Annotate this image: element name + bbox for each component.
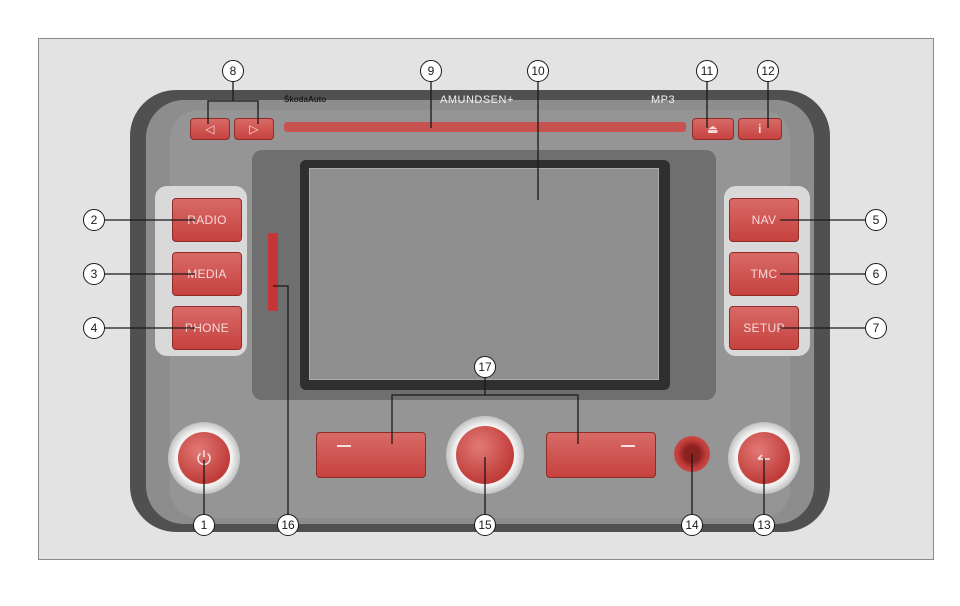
callout-9: 9 [420,60,442,82]
nav-button[interactable]: NAV [729,198,799,242]
tmc-button-label: TMC [750,267,778,281]
radio-button-label: RADIO [187,213,227,227]
callout-15: 15 [474,514,496,536]
eject-button[interactable]: ⏏ [692,118,734,140]
callout-16: 16 [277,514,299,536]
callout-8: 8 [222,60,244,82]
next-icon: ▷ [249,122,259,136]
sd-card-slot [268,233,278,311]
callout-11: 11 [696,60,718,82]
nav-button-label: NAV [751,213,777,227]
touch-screen[interactable] [309,168,659,380]
callout-2: 2 [83,209,105,231]
callout-14: 14 [681,514,703,536]
info-button[interactable]: i [738,118,782,140]
phone-button-label: PHONE [184,321,230,335]
cd-slot [284,122,686,132]
callout-10: 10 [527,60,549,82]
prev-icon: ◁ [205,122,215,136]
left-function-button[interactable] [316,432,426,478]
dash-icon [337,445,351,447]
callout-4: 4 [83,317,105,339]
setup-button-label: SETUP [743,321,785,335]
media-button-label: MEDIA [187,267,227,281]
callout-12: 12 [757,60,779,82]
brand-logo: ŠkodaAuto [284,95,327,104]
callout-13: 13 [753,514,775,536]
callout-17: 17 [474,356,496,378]
format-label: MP3 [651,94,676,106]
dash-icon [621,445,635,447]
next-button[interactable]: ▷ [234,118,274,140]
prev-button[interactable]: ◁ [190,118,230,140]
callout-3: 3 [83,263,105,285]
right-function-button[interactable] [546,432,656,478]
eject-icon: ⏏ [707,122,719,136]
callout-6: 6 [865,263,887,285]
callout-1: 1 [193,514,215,536]
model-name: AMUNDSEN+ [440,94,514,106]
callout-5: 5 [865,209,887,231]
callout-7: 7 [865,317,887,339]
info-icon: i [758,122,762,136]
